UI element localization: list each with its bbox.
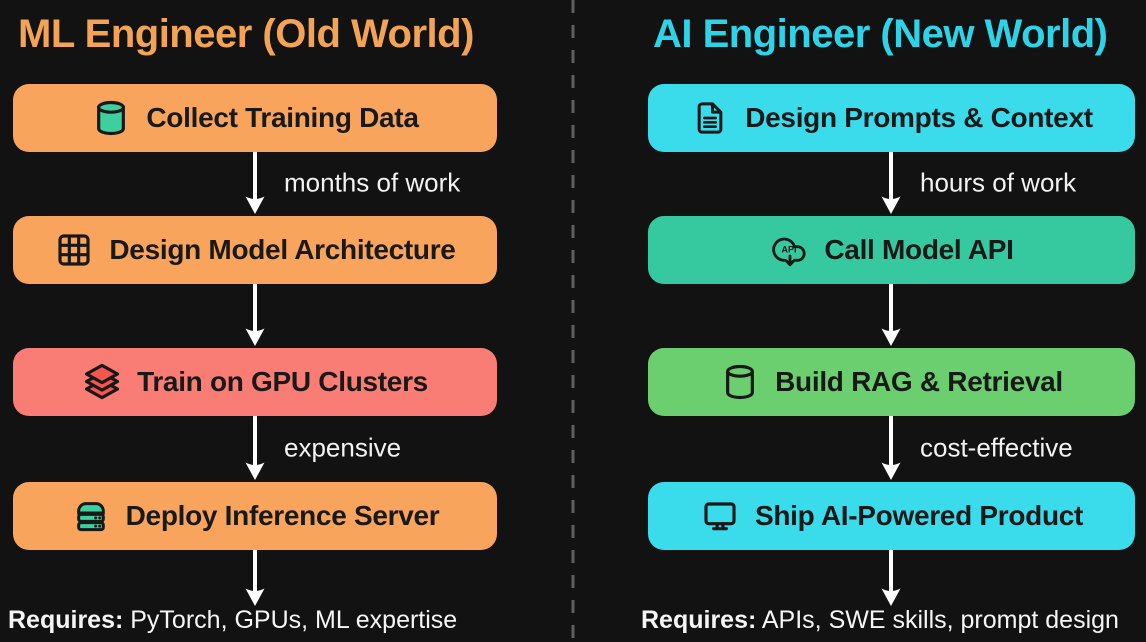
step-label: Design Model Architecture [109, 234, 456, 265]
ml-engineer-column: ML Engineer (Old World) Collect Training… [8, 12, 497, 635]
arrow-down: expensive [238, 416, 401, 480]
arrow-down [238, 550, 272, 606]
step-label: Build RAG & Retrieval [775, 366, 1063, 397]
layers-icon [84, 363, 120, 400]
step-label: Train on GPU Clusters [137, 366, 428, 397]
ml-requires-footer: Requires: PyTorch, GPUs, ML expertise [8, 606, 457, 635]
step-label: Call Model API [824, 234, 1014, 265]
arrow-label-hours-of-work: hours of work [920, 167, 1077, 198]
arrow-down: hours of work [874, 152, 1076, 214]
arrow-down [874, 550, 908, 606]
step-call-model-api: API Call Model API [648, 216, 1135, 284]
requires-items: APIs, SWE skills, prompt design [756, 606, 1119, 634]
svg-text:API: API [782, 245, 797, 255]
arrow-label-months-of-work: months of work [284, 167, 461, 198]
step-build-rag-retrieval: Build RAG & Retrieval [648, 348, 1135, 416]
arrow-down: months of work [238, 152, 460, 214]
document-icon [697, 102, 723, 134]
requires-label: Requires: [641, 606, 757, 634]
ai-engineer-column: AI Engineer (New World) Design Prompts &… [573, 0, 1146, 642]
requires-label: Requires: [8, 606, 124, 634]
ai-engineer-title: AI Engineer (New World) [653, 12, 1108, 56]
grid-icon [58, 234, 90, 266]
requires-items: PyTorch, GPUs, ML expertise [123, 606, 458, 634]
database-icon [97, 100, 126, 136]
step-ship-ai-powered-product: Ship AI-Powered Product [648, 482, 1135, 550]
step-deploy-inference-server: Deploy Inference Server [13, 482, 497, 550]
arrow-label-cost-effective: cost-effective [920, 432, 1073, 463]
database-outline-icon [726, 364, 755, 400]
server-stack-icon [76, 502, 105, 532]
step-design-model-architecture: Design Model Architecture [13, 216, 497, 284]
cloud-api-icon: API [772, 237, 806, 267]
step-label: Deploy Inference Server [125, 500, 440, 531]
step-label: Collect Training Data [146, 102, 419, 133]
step-label: Ship AI-Powered Product [754, 500, 1084, 531]
step-label: Design Prompts & Context [745, 102, 1093, 133]
step-train-on-gpu-clusters: Train on GPU Clusters [13, 348, 497, 416]
arrow-down [238, 284, 272, 346]
arrow-down [874, 284, 908, 346]
ai-requires-footer: Requires: APIs, SWE skills, prompt desig… [641, 606, 1119, 635]
monitor-icon [704, 502, 736, 531]
arrow-down: cost-effective [874, 416, 1073, 480]
ml-engineer-title: ML Engineer (Old World) [18, 12, 474, 56]
step-collect-training-data: Collect Training Data [13, 84, 497, 152]
arrow-label-expensive: expensive [284, 432, 402, 463]
step-design-prompts-context: Design Prompts & Context [648, 84, 1135, 152]
